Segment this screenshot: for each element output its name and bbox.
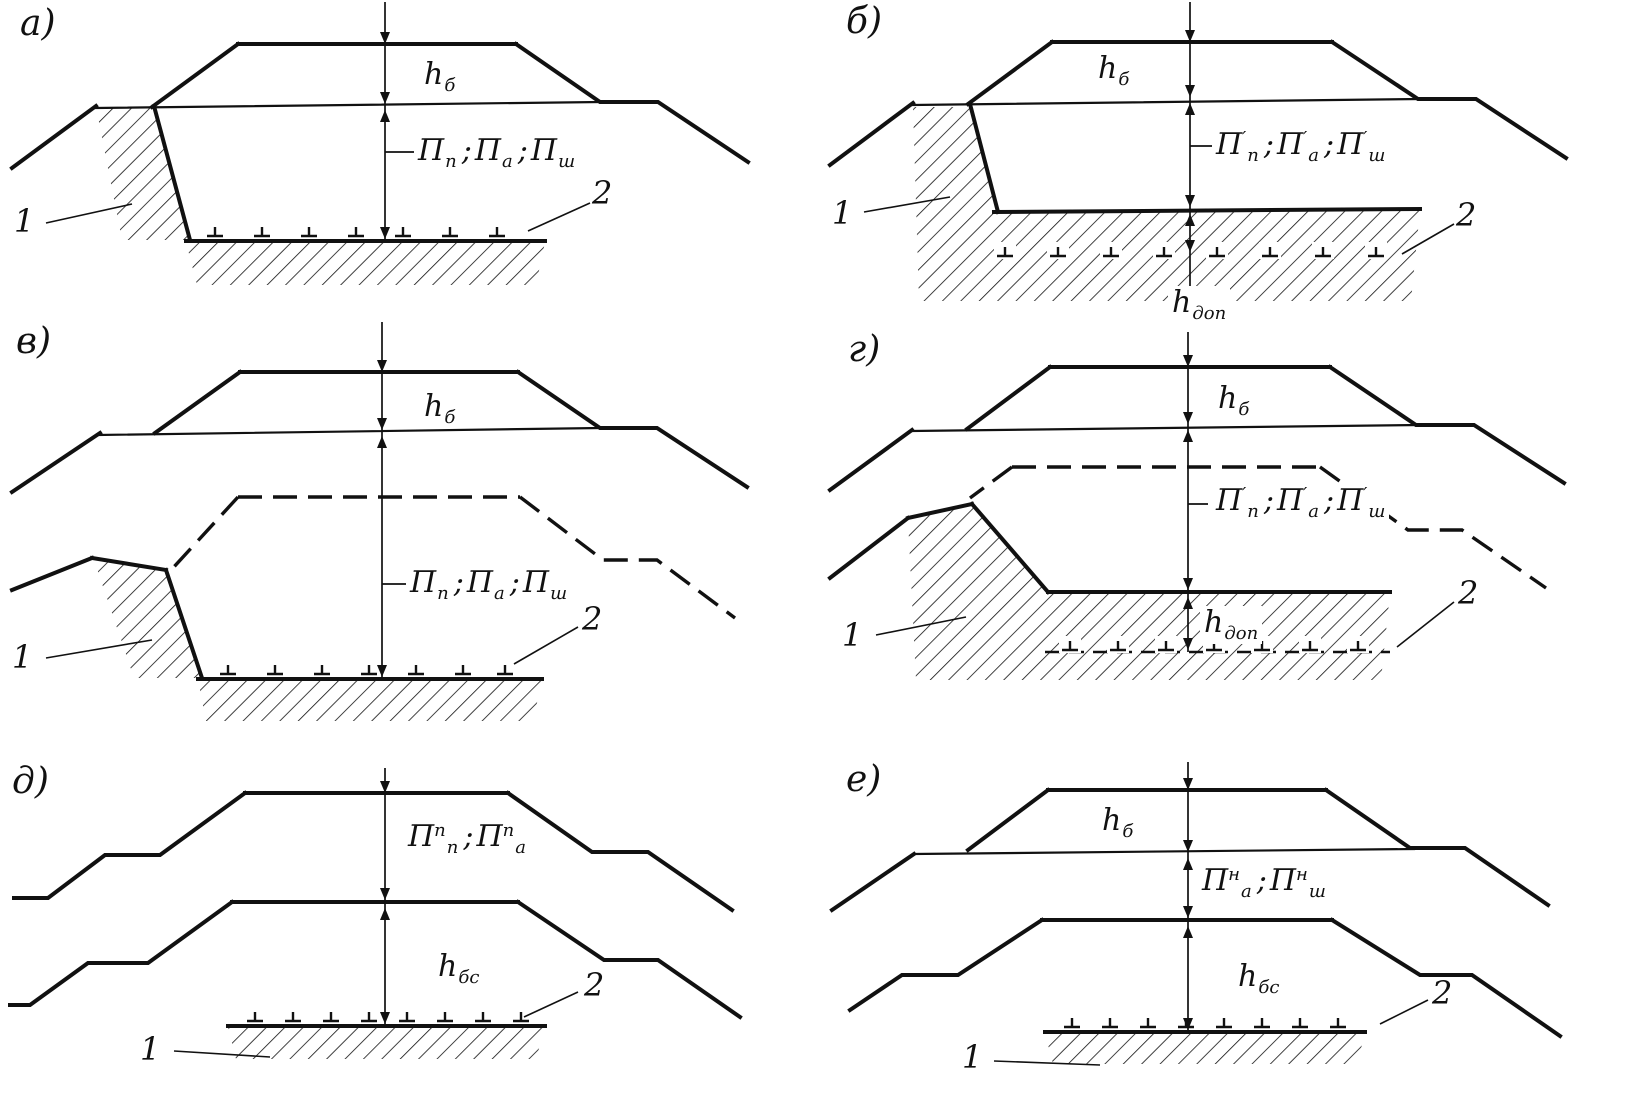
- panel-a-tag: а): [20, 3, 56, 44]
- profile-symbol: Па: [474, 133, 513, 173]
- label-hb: hб: [424, 389, 456, 429]
- profile-symbol: П′п: [1216, 483, 1259, 523]
- embankment-profile: [9, 41, 751, 243]
- cut-hatch-area: [913, 107, 1420, 301]
- cut-hatch-area: [94, 560, 542, 721]
- profile-symbol: Пп: [410, 565, 449, 605]
- label-hdop: hдоп: [1168, 286, 1231, 324]
- profile-symbol: П′а: [1276, 127, 1319, 167]
- label-hb: hб: [424, 57, 456, 97]
- panel-e-drawing: [829, 762, 1563, 1066]
- callout-leaders: [863, 196, 1455, 255]
- panel-d: д) Ппп;Ппа hбс 1 2: [0, 760, 800, 1118]
- embankment-profile: [8, 790, 743, 1028]
- panel-d-tag: д): [12, 761, 49, 802]
- embankment-profile: [829, 787, 1563, 1039]
- panel-g-drawing: [827, 332, 1567, 680]
- callout-leaders: [45, 626, 579, 665]
- callout-1: 1: [140, 1030, 161, 1068]
- cut-hatch-area: [228, 1027, 545, 1059]
- profile-symbol: П′ш: [1337, 483, 1386, 523]
- dimension-lines: [1185, 2, 1212, 288]
- label-hbs: hбс: [438, 949, 480, 989]
- panel-g: г) hб П′п;П′а;П′ш hдоп 1 2: [820, 330, 1638, 760]
- label-profile-widths: Пна;Пнш: [1198, 864, 1330, 902]
- callout-leaders: [993, 999, 1429, 1066]
- callout-2: 2: [1432, 974, 1453, 1012]
- old-profile-dashed: [170, 495, 737, 620]
- panel-g-tag: г): [848, 329, 881, 370]
- ground-marks: [1059, 1011, 1351, 1032]
- dimension-lines: [1183, 332, 1208, 652]
- label-hdop: hдоп: [1200, 606, 1263, 644]
- panel-b-drawing: [827, 2, 1569, 301]
- label-hb: hб: [1102, 803, 1134, 843]
- panel-v: в) hб Пп;Па;Пш 1 2: [0, 320, 800, 760]
- profile-symbol: Ппп: [408, 819, 459, 859]
- label-profile-widths: Пп;Па;Пш: [410, 565, 568, 605]
- panel-b-tag: б): [846, 1, 883, 42]
- callout-2: 2: [592, 174, 613, 212]
- dimension-lines: [1183, 762, 1193, 1032]
- profile-symbol: Па: [466, 565, 505, 605]
- callout-1: 1: [832, 194, 853, 232]
- label-hb: hб: [1218, 381, 1250, 421]
- panel-a-drawing: [9, 2, 751, 285]
- dimension-lines: [377, 322, 406, 678]
- label-hb: hб: [1098, 51, 1130, 91]
- panel-e-tag: е): [846, 759, 882, 800]
- profile-symbol: Пп: [418, 133, 457, 173]
- callout-1: 1: [14, 202, 35, 240]
- profile-symbol: Пш: [530, 133, 576, 173]
- ground-marks: [202, 220, 510, 241]
- callout-2: 2: [1456, 196, 1477, 234]
- profile-symbol: Ппа: [476, 819, 526, 859]
- profile-symbol: Пна: [1202, 863, 1252, 903]
- panel-a: а) hб Пп;Па;Пш 1 2: [0, 0, 800, 320]
- label-profile-widths: Ппп;Ппа: [408, 819, 526, 859]
- callout-leaders: [173, 991, 579, 1058]
- label-profile-widths: П′п;П′а;П′ш: [1212, 483, 1390, 523]
- label-profile-widths: Пп;Па;Пш: [418, 133, 576, 173]
- panel-v-tag: в): [16, 321, 51, 362]
- label-profile-widths: П′п;П′а;П′ш: [1216, 127, 1386, 167]
- callout-2: 2: [1458, 574, 1479, 612]
- cut-hatch-area: [1045, 1033, 1365, 1064]
- label-hbs: hбс: [1238, 959, 1280, 999]
- callout-1: 1: [962, 1038, 983, 1076]
- panel-b: б) hб П′п;П′а;П′ш hдоп 1 2: [820, 0, 1638, 330]
- profile-symbol: Пнш: [1269, 863, 1326, 903]
- callout-1: 1: [12, 638, 33, 676]
- panel-v-drawing: [9, 322, 750, 721]
- ground-marks: [215, 658, 518, 679]
- profile-symbol: Пш: [522, 565, 568, 605]
- dimension-lines: [380, 768, 390, 1026]
- callout-leaders: [45, 202, 591, 232]
- callout-1: 1: [842, 616, 863, 654]
- embankment-profile: [827, 39, 1569, 215]
- panel-d-drawing: [8, 768, 743, 1059]
- callout-leaders: [875, 601, 1455, 648]
- profile-symbol: П′п: [1216, 127, 1259, 167]
- embankment-profile: [827, 364, 1567, 595]
- callout-2: 2: [584, 966, 605, 1004]
- callout-2: 2: [582, 600, 603, 638]
- profile-symbol: П′а: [1276, 483, 1319, 523]
- dimension-lines: [380, 2, 414, 240]
- embankment-profile: [9, 369, 750, 681]
- profile-symbol: П′ш: [1337, 127, 1386, 167]
- panel-e: е) hб Пна;Пнш hбс 1 2: [820, 760, 1638, 1118]
